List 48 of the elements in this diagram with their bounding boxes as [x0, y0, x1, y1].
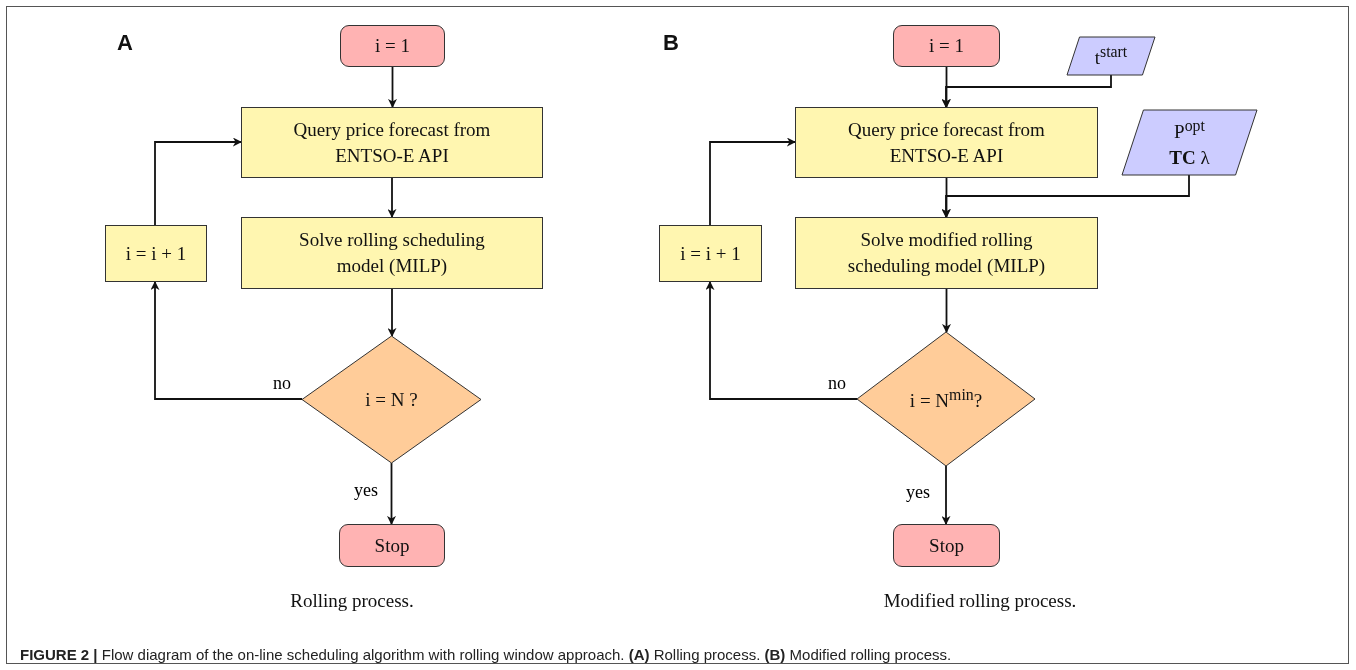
arrow: [388, 66, 397, 108]
arrow: [709, 137, 796, 226]
process-box: [659, 225, 762, 282]
arrow: [705, 281, 858, 400]
panel-letter: B: [663, 30, 679, 56]
arrow: [387, 177, 397, 218]
arrow: [387, 462, 396, 525]
figure-caption: FIGURE 2 | Flow diagram of the on-line scheduling algorithm with rolling window approach. (A) Rolling process. (B) Modified rolling process.: [20, 646, 952, 663]
node-text: Stop: [929, 533, 964, 558]
process-box: [795, 107, 1098, 178]
node-text: i = 1: [375, 34, 410, 59]
arrow: [941, 74, 1112, 108]
input-text: TC λ: [1169, 145, 1210, 170]
terminal-box: [893, 25, 1000, 67]
terminal-box: [339, 524, 445, 567]
panel-letter: A: [117, 30, 133, 56]
process-box: [105, 225, 207, 282]
input-parallelogram: [1067, 37, 1155, 75]
node-text: i = N ?: [365, 387, 418, 412]
decision-diamond: [302, 336, 481, 463]
terminal-box: [893, 524, 1000, 567]
arrow: [154, 137, 242, 226]
arrow: [941, 174, 1190, 218]
node-text: Query price forecast from ENTSO-E API: [847, 117, 1046, 168]
arrow: [941, 465, 951, 525]
arrow: [387, 288, 397, 337]
node-text: i = i + 1: [124, 241, 188, 266]
node-text: Solve rolling scheduling model (MILP): [298, 228, 486, 278]
input-text: P$^{opt}$: [1174, 115, 1205, 144]
process-box: [241, 107, 543, 178]
decision-diamond: [857, 332, 1035, 466]
input-parallelogram: [1122, 110, 1257, 175]
subfigure-caption: Rolling process.: [290, 590, 414, 612]
node-text: i = 1: [929, 34, 964, 59]
terminal-box: [340, 25, 445, 67]
process-box: [795, 217, 1098, 289]
node-text: Query price forecast from ENTSO-E API: [292, 117, 492, 168]
node-text: Stop: [374, 533, 410, 558]
input-text: t$^{start}$: [1094, 42, 1128, 71]
subfigure-caption: Modified rolling process.: [883, 590, 1077, 612]
arrow: [942, 288, 951, 333]
node-text: Solve modified rolling scheduling model (MILP): [846, 228, 1047, 278]
arrow: [150, 281, 303, 400]
node-text: i = i + 1: [679, 241, 742, 266]
arrow: [942, 66, 951, 108]
process-box: [241, 217, 543, 289]
arrow: [942, 177, 951, 218]
node-text: i = N$^{min}$?: [909, 385, 983, 414]
